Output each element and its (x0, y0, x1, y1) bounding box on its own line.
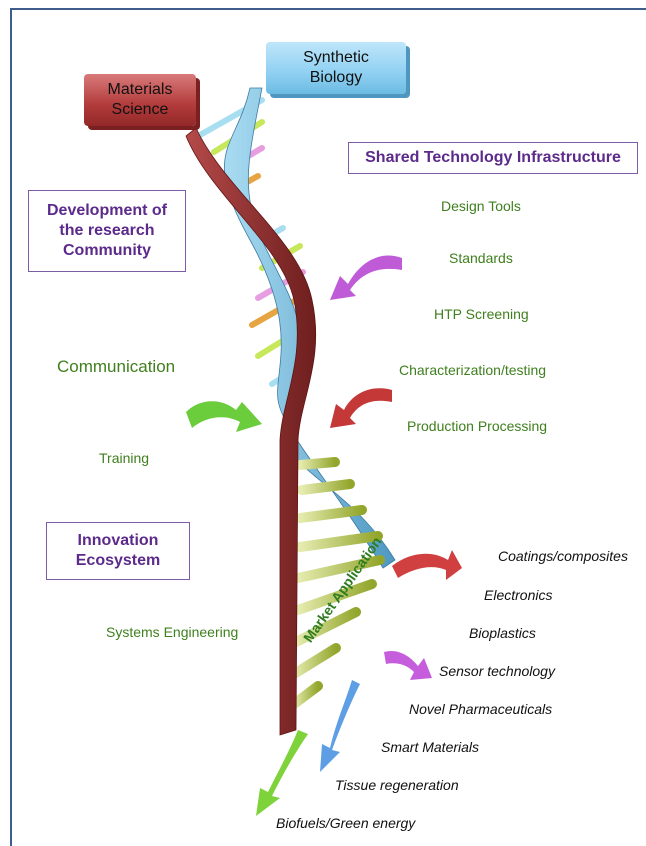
arrow-coatings (392, 550, 462, 580)
infrastructure-item: Design Tools (441, 198, 521, 214)
market-item: Coatings/composites (498, 548, 628, 564)
materials-science-line1: Materials (107, 81, 173, 98)
market-item: Sensor technology (439, 663, 555, 679)
materials-science-box: Materials Science (84, 74, 196, 126)
arrow-production (330, 388, 392, 428)
market-item: Tissue regeneration (335, 777, 459, 793)
market-item: Novel Pharmaceuticals (409, 701, 553, 717)
infrastructure-item: HTP Screening (434, 306, 529, 322)
systems-engineering-label: Systems Engineering (106, 624, 239, 640)
market-item: Biofuels/Green energy (276, 815, 416, 831)
market-item: Electronics (484, 587, 553, 603)
materials-science-line2: Science (111, 101, 169, 118)
arrow-standards (330, 255, 402, 300)
training-label: Training (99, 450, 150, 466)
frame-top-line (10, 8, 646, 10)
infrastructure-item: Production Processing (407, 418, 548, 434)
blue-strand (223, 87, 396, 569)
development-line2: the research (59, 222, 155, 239)
development-line1: Development of (46, 202, 167, 219)
frame-left-line (10, 8, 12, 846)
innovation-line2: Ecosystem (75, 552, 161, 569)
red-strand (185, 127, 317, 736)
arrow-biofuels (256, 730, 308, 816)
development-community-box: Development of the research Community (28, 190, 186, 272)
arrow-tissue (320, 680, 360, 772)
arrow-sensor (384, 650, 432, 680)
synthetic-biology-box: Synthetic Biology (266, 42, 406, 94)
market-item: Bioplastics (469, 625, 536, 641)
lower-rungs (289, 435, 385, 709)
arrow-communication (186, 401, 262, 432)
shared-infrastructure-title: Shared Technology Infrastructure (365, 149, 621, 166)
market-item: Smart Materials (381, 739, 480, 755)
infrastructure-item: Standards (449, 250, 513, 266)
synthetic-biology-line2: Biology (309, 69, 363, 86)
innovation-ecosystem-box: Innovation Ecosystem (46, 522, 190, 580)
shared-infrastructure-title-box: Shared Technology Infrastructure (348, 142, 638, 174)
infrastructure-item: Characterization/testing (399, 362, 547, 378)
synthetic-biology-line1: Synthetic (303, 49, 369, 66)
innovation-line1: Innovation (77, 532, 159, 549)
communication-label: Communication (57, 357, 176, 376)
development-line3: Community (63, 242, 151, 259)
